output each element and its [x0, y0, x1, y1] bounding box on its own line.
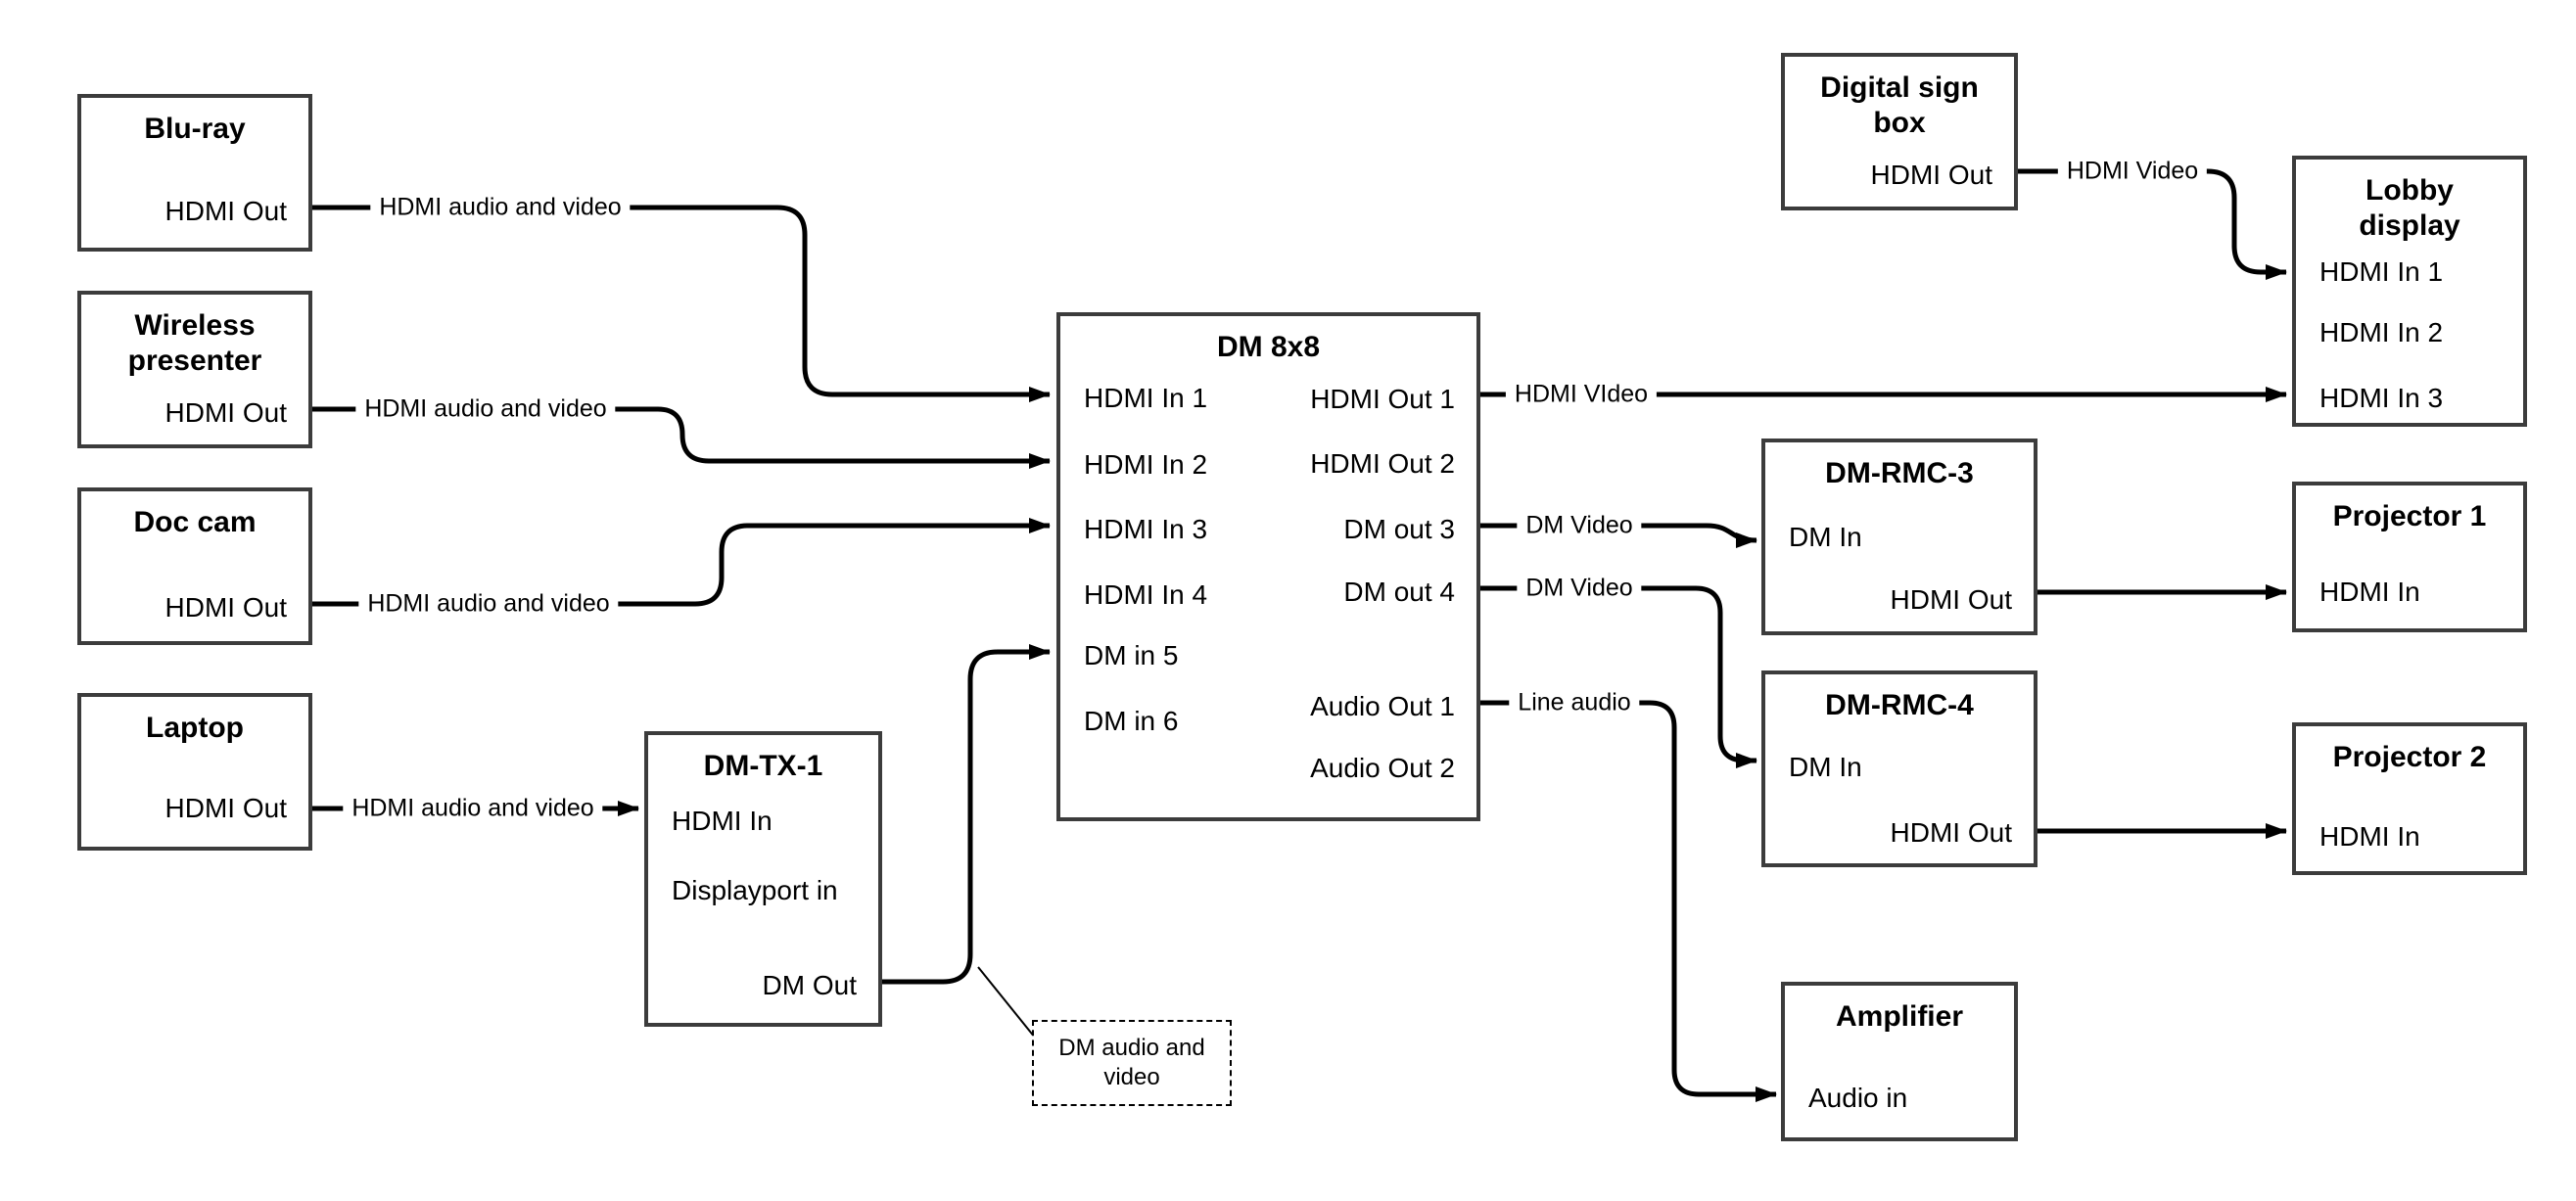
port-hdmi-out: HDMI Out: [1870, 160, 1992, 190]
node-dm-tx-1: DM-TX-1 HDMI In Displayport in DM Out: [644, 731, 882, 1027]
port-hdmi-out: HDMI Out: [164, 592, 287, 623]
node-dm-rmc-4: DM-RMC-4 DM In HDMI Out: [1761, 670, 2037, 867]
edge-dmtx1-to-dm-in-5: [882, 644, 1051, 985]
node-dm-8x8: DM 8x8 HDMI In 1 HDMI In 2 HDMI In 3 HDM…: [1056, 312, 1480, 821]
node-projector-1: Projector 1 HDMI In: [2292, 482, 2527, 632]
edge-label-dm-video-out4: DM Video: [1517, 574, 1642, 603]
edge-label-dm-video-out3: DM Video: [1517, 511, 1642, 540]
port-audio-out-2: Audio Out 2: [1310, 753, 1455, 783]
edge-label-line-audio: Line audio: [1509, 688, 1640, 717]
port-hdmi-out: HDMI Out: [1890, 817, 2012, 848]
port-hdmi-in: HDMI In: [2319, 821, 2420, 852]
port-hdmi-out: HDMI Out: [164, 397, 287, 428]
node-title: Blu-ray: [144, 113, 246, 145]
edge-dm-out4-to-rmc4: [1480, 585, 1757, 768]
node-title: Digital sign box: [1820, 71, 1979, 139]
port-hdmi-in-3: HDMI In 3: [1084, 514, 1208, 544]
node-doc-cam: Doc cam HDMI Out: [77, 487, 312, 645]
edge-label-bluray: HDMI audio and video: [370, 193, 631, 222]
node-title: Projector 2: [2332, 741, 2487, 773]
edge-label-laptop: HDMI audio and video: [343, 794, 603, 823]
node-dm-rmc-3: DM-RMC-3 DM In HDMI Out: [1761, 439, 2037, 635]
port-audio-out-1: Audio Out 1: [1310, 691, 1455, 721]
port-dm-in-6: DM in 6: [1084, 706, 1179, 736]
port-hdmi-in: HDMI In: [672, 806, 773, 836]
port-dm-in-5: DM in 5: [1084, 640, 1179, 670]
edge-doccam-to-hdmi-in-3: [312, 518, 1051, 607]
edge-label-hdmi-video-sign: HDMI Video: [2057, 157, 2208, 186]
port-audio-in: Audio in: [1808, 1083, 1908, 1113]
edge-bluray-to-hdmi-in-1: [312, 205, 1051, 402]
port-dm-in: DM In: [1789, 752, 1862, 782]
edge-dm-out3-to-rmc3: [1480, 523, 1757, 548]
port-hdmi-in-1: HDMI In 1: [2319, 256, 2444, 287]
port-hdmi-out-1: HDMI Out 1: [1310, 384, 1455, 414]
node-digital-sign-box: Digital sign box HDMI Out: [1781, 53, 2018, 210]
node-title: Wireless presenter: [127, 309, 262, 377]
port-hdmi-in-2: HDMI In 2: [2319, 317, 2444, 347]
node-laptop: Laptop HDMI Out: [77, 693, 312, 851]
node-title: DM 8x8: [1216, 331, 1321, 363]
port-hdmi-in: HDMI In: [2319, 577, 2420, 607]
edge-label-wireless: HDMI audio and video: [355, 394, 616, 424]
port-dm-out-4: DM out 4: [1343, 577, 1455, 607]
edge-sign-to-lobby-in1: [2018, 168, 2287, 280]
node-lobby-display: Lobby display HDMI In 1 HDMI In 2 HDMI I…: [2292, 156, 2527, 427]
edge-label-hdmi-video-out1: HDMI VIdeo: [1505, 380, 1658, 409]
node-title: Projector 1: [2332, 500, 2487, 532]
node-title: Doc cam: [133, 506, 257, 538]
port-hdmi-in-2: HDMI In 2: [1084, 449, 1208, 480]
node-title: DM-TX-1: [703, 750, 823, 782]
node-projector-2: Projector 2 HDMI In: [2292, 722, 2527, 875]
node-title: Laptop: [146, 712, 244, 744]
node-title: Amplifier: [1835, 1000, 1964, 1033]
node-title: DM-RMC-3: [1825, 457, 1974, 489]
callout-leader-line: [977, 966, 1036, 1039]
node-title: Lobby display: [2359, 174, 2460, 242]
port-dm-out: DM Out: [762, 970, 857, 1000]
node-wireless-presenter: Wireless presenter HDMI Out: [77, 291, 312, 448]
edge-wireless-to-hdmi-in-2: [312, 406, 1051, 469]
port-dm-in: DM In: [1789, 522, 1862, 552]
port-hdmi-in-4: HDMI In 4: [1084, 579, 1208, 610]
port-hdmi-out: HDMI Out: [164, 793, 287, 823]
port-hdmi-in-1: HDMI In 1: [1084, 383, 1208, 413]
node-title: DM-RMC-4: [1825, 689, 1974, 721]
port-hdmi-out: HDMI Out: [164, 196, 287, 226]
edge-audio-out1-to-amplifier: [1480, 700, 1777, 1102]
callout-text: DM audio and video: [1058, 1035, 1205, 1090]
port-displayport-in: Displayport in: [672, 875, 838, 905]
edge-label-doccam: HDMI audio and video: [358, 589, 619, 619]
port-dm-out-3: DM out 3: [1343, 514, 1455, 544]
node-amplifier: Amplifier Audio in: [1781, 982, 2018, 1141]
node-blu-ray: Blu-ray HDMI Out: [77, 94, 312, 252]
callout-dm-audio-and-video: DM audio and video: [1032, 1020, 1232, 1106]
port-hdmi-out: HDMI Out: [1890, 584, 2012, 615]
port-hdmi-in-3: HDMI In 3: [2319, 383, 2444, 413]
port-hdmi-out-2: HDMI Out 2: [1310, 448, 1455, 479]
